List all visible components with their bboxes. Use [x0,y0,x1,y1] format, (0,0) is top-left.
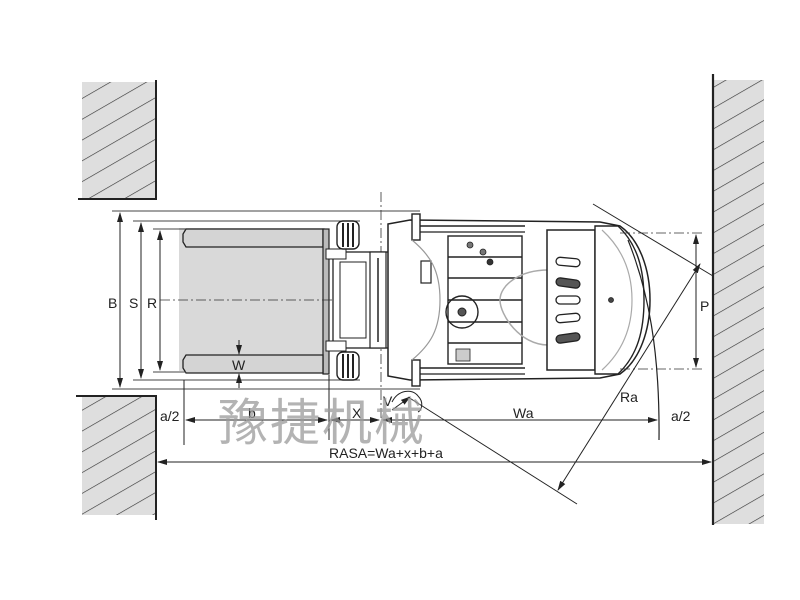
label-R: R [147,295,157,311]
dimension-chain: a/2 b X Wa a/2 RASA=Wa+x+b+a [157,375,712,465]
wall-bottom-left [76,395,157,520]
label-S: S [129,295,138,311]
rasa-formula: RASA=Wa+x+b+a [329,445,443,461]
label-Wa: Wa [513,405,534,421]
label-a-half-right: a/2 [671,408,691,424]
dimension-S: S [129,220,360,381]
pallet-load [179,228,325,371]
label-a-half-left: a/2 [160,408,180,424]
label-W: W [232,357,246,373]
label-P: P [700,298,709,314]
turning-radius-arc: Ra [407,203,714,505]
label-Ra: Ra [620,389,638,405]
label-b: b [248,405,256,421]
wall-right [711,74,764,525]
front-wheel-lower [336,351,360,381]
angle-V: V [383,390,423,413]
fork-upper [182,228,330,375]
wall-top-left [78,80,157,200]
dimension-R: R [147,228,186,373]
dimension-B: B [108,210,420,390]
front-wheel-upper [336,220,360,250]
fork-lower [182,354,324,374]
label-B: B [108,295,117,311]
counterweight [546,225,645,375]
label-X: X [352,405,362,421]
label-V: V [383,393,393,409]
dimension-W: W [232,340,246,388]
watermark-text: 豫捷机械 [218,394,426,452]
